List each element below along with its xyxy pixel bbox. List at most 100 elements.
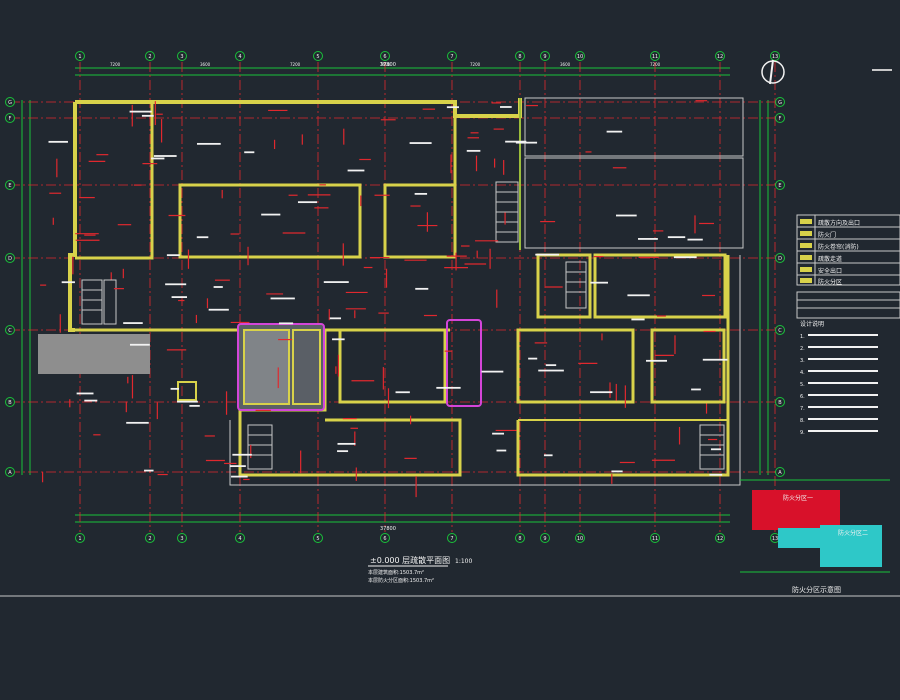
room-label-mark [545,364,557,367]
room-label-mark [538,369,564,372]
room-label-mark [229,465,246,468]
axis-bubble [775,97,785,107]
room-label-mark [231,475,248,478]
room-label-mark [415,287,429,290]
elevator-symbol [177,381,197,401]
axis-bubble [775,467,785,477]
notes-line-text [808,346,878,348]
room-label-mark [329,317,342,320]
room-right-upper [593,253,727,319]
room-label-mark [151,157,165,160]
wall-lower-band [238,410,462,477]
axis-bubble-label: 5 [316,536,319,542]
north-arrow-icon [761,59,785,85]
drawing-scale: 1:100 [455,558,472,565]
hatched-area-west [38,334,150,374]
axis-bubble-label: 3 [180,536,183,542]
stair-south-east [699,424,725,470]
axis-bubble-label: 8 [518,536,521,542]
room-label-mark [515,141,538,144]
room-label-mark [126,421,149,424]
axis-bubble-label: D [778,256,782,262]
annotation-marks [40,100,718,498]
axis-bubble [5,253,15,263]
room-stair-right [536,253,592,319]
bay-dimension-label: 3600 [200,62,211,67]
room-label-mark [667,236,686,239]
axis-bubble [775,180,785,190]
notes-line-number: 2. [800,346,805,352]
stair-west [81,279,117,325]
notes-line-text [808,430,878,432]
axis-bubble-label: 6 [383,54,386,60]
axis-bubble-label: G [778,100,782,106]
axis-bubble-label: C [8,328,12,334]
bay-dimension-label: 7200 [470,62,481,67]
axis-bubble [515,533,525,543]
axis-bubble-label: 12 [717,536,723,542]
drawing-title: ±0.000 层疏散平面图 [370,555,450,565]
axis-bubble-label: F [9,116,12,122]
room-label-mark [709,473,723,476]
axis-bubble-label: 1 [78,536,81,542]
room-label-mark [466,149,481,152]
room-label-mark [61,281,75,284]
axis-bubble [313,533,323,543]
room-middle-3 [650,328,726,404]
wall-upper-block [75,102,154,260]
legend-item-2: 防火门 [818,231,836,239]
axis-bubble-label: 4 [238,54,241,60]
room-label-mark [48,140,68,143]
axis-bubble-label: 13 [772,536,778,542]
room-label-mark [492,432,505,435]
axis-bubble [540,533,550,543]
bay-dimension-label: 3600 [560,62,571,67]
axis-bubble-label: 10 [577,54,583,60]
drawing-subtitle-1: 本层建筑面积:1503.7m² [368,569,424,576]
room-label-mark [528,357,538,360]
axis-bubble [650,533,660,543]
axis-bubble-label: B [778,400,782,406]
axis-bubble [447,51,457,61]
axis-bubble-label: 9 [543,54,546,60]
axis-bubble-label: E [8,183,11,189]
room-label-mark [631,318,645,321]
room-label-mark [208,308,229,311]
room-label-mark [436,386,461,389]
axis-bubble-label: 7 [450,54,453,60]
axis-bubble [235,533,245,543]
notes-line-number: 8. [800,418,805,424]
notes-line-text [808,382,878,384]
notes-lines: 1.2.3.4.5.6.7.8.9. [800,334,878,436]
room-labels [48,106,728,478]
axis-bubble [515,51,525,61]
room-label-mark [481,370,504,373]
legend-item-6: 防火分区 [818,278,842,286]
axis-bubble [380,533,390,543]
room-label-mark [543,454,553,457]
axis-bubble [775,253,785,263]
bay-dimension-label: 3600 [380,62,391,67]
axis-bubble-label: 3 [180,54,183,60]
core-room-b [292,329,321,405]
room-label-mark [535,253,560,256]
room-label-mark [261,213,281,216]
axis-bubble-label: 11 [652,54,658,60]
room-label-mark [590,281,608,284]
notes-line-text [808,406,878,408]
room-middle-1 [338,328,447,404]
axis-bubble [5,397,15,407]
axis-bubble [447,533,457,543]
axis-bubble [775,397,785,407]
upper-right-existing [524,97,744,157]
legend-item-4: 疏散走道 [818,255,842,263]
axis-bubble [235,51,245,61]
overall-dimension-bottom: 37800 [380,526,396,532]
floor-plan [38,97,744,498]
axis-bubble-label: C [778,328,782,334]
axis-bubble [145,51,155,61]
room-label-mark [165,283,187,286]
axis-bubble-label: 2 [148,54,151,60]
